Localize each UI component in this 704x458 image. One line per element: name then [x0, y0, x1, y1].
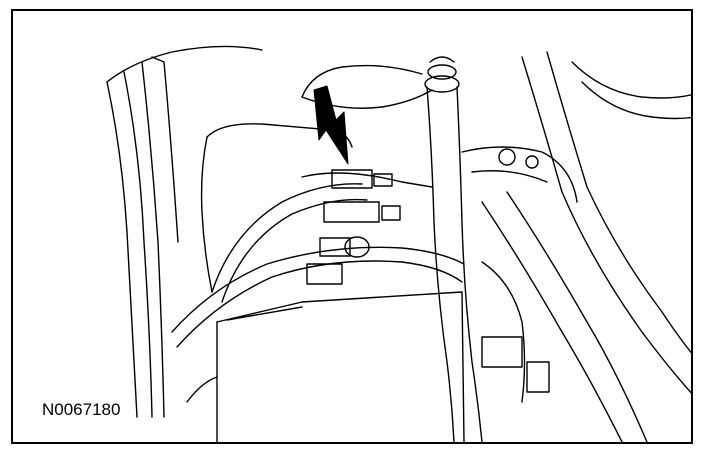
wiring-harness	[171, 172, 465, 348]
radiator-hose	[424, 56, 483, 442]
fender-panel	[106, 45, 263, 418]
engine-bay-illustration	[106, 45, 691, 442]
lower-housing	[186, 291, 465, 442]
engine-components	[461, 146, 578, 403]
target-connector	[331, 169, 373, 189]
callout-arrow	[313, 85, 349, 165]
electrical-connectors	[306, 169, 401, 285]
figure-frame: N0067180	[11, 9, 693, 444]
heater-hoses	[481, 51, 691, 442]
figure-reference-id: N0067180	[42, 400, 121, 419]
